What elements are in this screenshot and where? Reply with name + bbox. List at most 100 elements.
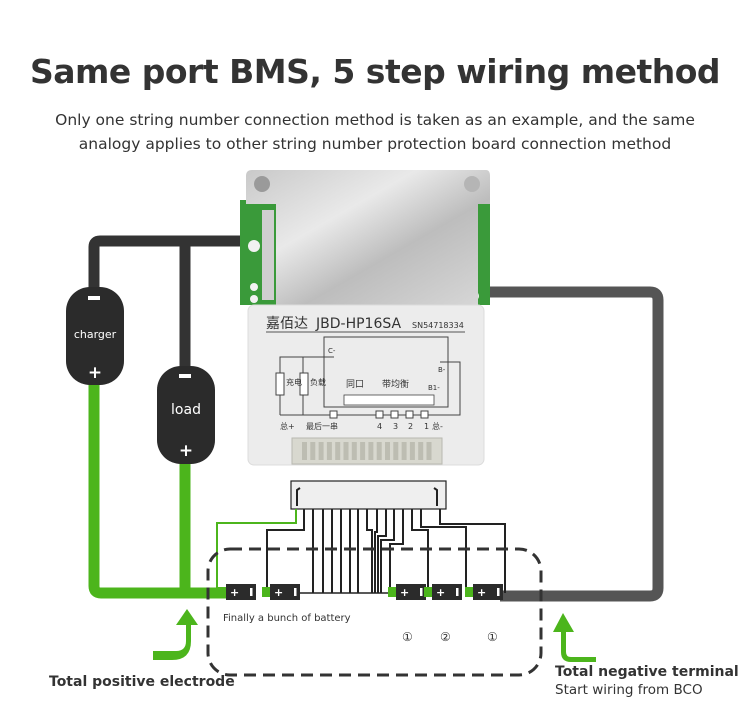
cell-body xyxy=(396,584,426,600)
sense-wire xyxy=(439,509,506,593)
plug-connector xyxy=(290,480,447,510)
label-1: 1 xyxy=(424,422,429,431)
page-subtitle: Only one string number connection method… xyxy=(0,108,750,156)
board-model: JBD-HP16SA xyxy=(315,316,401,332)
charger-device: charger + xyxy=(66,287,124,385)
plus-icon: + xyxy=(274,586,283,599)
load-device: load + xyxy=(157,366,215,464)
connector-pin xyxy=(368,442,374,460)
label-4: 4 xyxy=(377,422,382,431)
cell-body xyxy=(473,584,503,600)
cell-body xyxy=(270,584,300,600)
balance-label: 带均衡 xyxy=(382,378,409,390)
arrow-up-icon xyxy=(153,609,198,660)
cell-tab xyxy=(424,587,433,597)
board-serial: SN54718334 xyxy=(412,321,464,330)
label-total-minus: 总- xyxy=(432,421,443,431)
plus-icon: + xyxy=(400,586,409,599)
connector-pin xyxy=(385,442,390,460)
wire-negative-common xyxy=(88,235,248,290)
port-c-label: C- xyxy=(328,347,336,355)
minus-icon xyxy=(456,588,459,596)
sense-wire xyxy=(377,509,387,593)
arrow-up-icon xyxy=(553,613,596,662)
battery-cell: + xyxy=(424,584,462,600)
balance-wires xyxy=(216,509,506,594)
battery-cell: + xyxy=(218,584,256,600)
sense-wire xyxy=(374,509,378,593)
connector-pin xyxy=(326,442,332,460)
label-3: 3 xyxy=(393,422,398,431)
battery-cell: + xyxy=(262,584,300,600)
battery-cell: + xyxy=(388,584,426,600)
sense-wire xyxy=(266,509,305,593)
page-title: Same port BMS, 5 step wiring method xyxy=(29,52,721,91)
screw-icon xyxy=(254,176,270,192)
connector-pin xyxy=(343,442,349,460)
sense-wire xyxy=(411,509,429,593)
battery-note: Finally a bunch of battery xyxy=(223,613,351,624)
connector-pin xyxy=(393,442,399,460)
minus-icon xyxy=(250,588,253,596)
board-brand: 嘉佰达 xyxy=(266,316,308,332)
bms-board: 嘉佰达 JBD-HP16SA SN54718334 C- B- B1- 同口 带… xyxy=(240,170,490,466)
plus-icon: + xyxy=(436,586,445,599)
port-b1-label: B1- xyxy=(428,384,440,392)
connector-pin xyxy=(409,442,415,460)
battery-cells: + + + + + xyxy=(218,584,503,600)
minus-icon xyxy=(420,588,423,596)
minus-icon xyxy=(497,588,500,596)
subtitle-line-1: Only one string number connection method… xyxy=(55,111,695,129)
charger-label: charger xyxy=(74,328,117,341)
connector-pin xyxy=(318,442,324,460)
cell-tab xyxy=(388,587,397,597)
cell-body xyxy=(226,584,256,600)
label-last-string: 最后一串 xyxy=(306,421,338,431)
cell-tab xyxy=(218,587,227,597)
subtitle-line-2: analogy applies to other string number p… xyxy=(78,135,672,153)
step-marker-3: ① xyxy=(487,630,498,644)
connector-pin xyxy=(376,442,382,460)
connector-pin xyxy=(335,442,341,460)
caption-total-negative: Total negative terminal xyxy=(555,664,739,680)
screw-icon xyxy=(464,176,480,192)
connector-pin xyxy=(310,442,316,460)
cell-tab xyxy=(262,587,271,597)
minus-icon xyxy=(88,296,100,300)
cell-tab xyxy=(465,587,474,597)
same-port-label: 同口 xyxy=(346,379,364,390)
battery-cell: + xyxy=(465,584,503,600)
caption-start-wiring: Start wiring from BCO xyxy=(555,682,703,698)
battery-pack-boundary xyxy=(206,547,543,677)
step-marker-1: ① xyxy=(402,630,413,644)
connector-pin xyxy=(401,442,407,460)
sense-wire xyxy=(216,509,297,593)
plus-icon: + xyxy=(477,586,486,599)
cell-body xyxy=(432,584,462,600)
sense-wire xyxy=(366,509,373,593)
label-2: 2 xyxy=(408,422,413,431)
load-port-label: 负载 xyxy=(310,377,326,387)
connector-pin xyxy=(351,442,357,460)
connector-pin xyxy=(426,442,432,460)
sense-wire xyxy=(420,509,467,593)
plus-icon: + xyxy=(230,586,239,599)
label-total-plus: 总+ xyxy=(280,421,295,431)
wire-battery-negative xyxy=(486,286,664,602)
connector-pin xyxy=(302,442,307,460)
connector-pin xyxy=(418,442,424,460)
plus-icon: + xyxy=(179,441,193,461)
load-label: load xyxy=(171,402,201,418)
plus-icon: + xyxy=(88,363,102,383)
minus-icon xyxy=(294,588,297,596)
connector-pin xyxy=(360,442,366,460)
sense-wire xyxy=(389,509,404,593)
caption-total-positive: Total positive electrode xyxy=(49,674,235,690)
port-b-label: B- xyxy=(438,366,446,374)
minus-icon xyxy=(179,374,191,378)
step-marker-2: ② xyxy=(440,630,451,644)
wire-charger-positive xyxy=(88,380,230,599)
sense-wire xyxy=(380,509,395,593)
board-connector xyxy=(291,437,443,465)
